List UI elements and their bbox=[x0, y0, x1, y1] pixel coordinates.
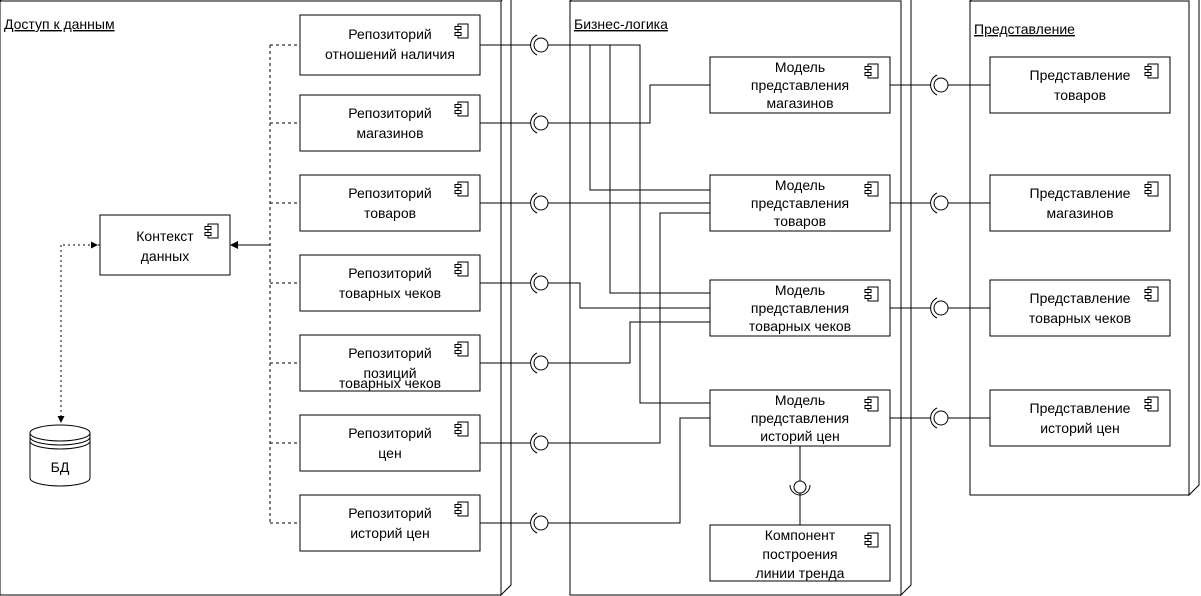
view-model-box-stores[interactable]: Модель представления магазинов bbox=[709, 56, 891, 114]
view-model-label: Модель bbox=[775, 177, 825, 193]
repository-box-price-histories[interactable]: Репозиторий историй цен bbox=[299, 494, 481, 552]
trend-component-box[interactable]: Компонент построения линии тренда bbox=[709, 524, 891, 582]
view-label: магазинов bbox=[1046, 205, 1113, 221]
view-model-label: товаров bbox=[774, 213, 826, 229]
repository-box-receipts[interactable]: Репозиторий товарных чеков bbox=[299, 254, 481, 312]
package-title-data-access: Доступ к данным bbox=[4, 16, 115, 32]
repository-label: Репозиторий bbox=[348, 265, 431, 281]
repository-label: позиций bbox=[363, 365, 416, 381]
context-db-link bbox=[57, 241, 100, 423]
view-box-receipts[interactable]: Представление товарных чеков bbox=[989, 279, 1171, 337]
repository-label: товарных чеков bbox=[339, 285, 441, 301]
package-title-presentation: Представление bbox=[974, 21, 1075, 37]
view-model-box-products[interactable]: Модель представления товаров bbox=[709, 174, 891, 232]
view-model-box-price-histories[interactable]: Модель представления историй цен bbox=[709, 389, 891, 447]
view-model-label: представления bbox=[751, 195, 849, 211]
view-model-label: магазинов bbox=[766, 95, 833, 111]
view-label: Представление bbox=[1030, 185, 1131, 201]
repository-label: Репозиторий bbox=[348, 26, 431, 42]
repository-label: историй цен bbox=[350, 525, 430, 541]
repository-label: Репозиторий bbox=[348, 185, 431, 201]
context-box[interactable]: Контекст данных bbox=[99, 214, 231, 276]
view-label: товаров bbox=[1054, 87, 1106, 103]
view-model-label: представления bbox=[751, 410, 849, 426]
view-box-price-histories[interactable]: Представление историй цен bbox=[989, 389, 1171, 447]
view-box-products[interactable]: Представление товаров bbox=[989, 56, 1171, 114]
database[interactable]: БД bbox=[29, 424, 91, 487]
view-model-label: представления bbox=[751, 77, 849, 93]
repository-box-availability[interactable]: Репозиторий отношений наличия bbox=[299, 14, 481, 76]
view-label: историй цен bbox=[1040, 420, 1120, 436]
repository-label: Репозиторий bbox=[348, 505, 431, 521]
repository-label: товаров bbox=[364, 205, 416, 221]
business-logic-wires bbox=[548, 44, 710, 524]
package-title-business-logic: Бизнес-логика bbox=[574, 16, 668, 32]
trend-component-label: Компонент bbox=[765, 527, 836, 543]
repository-context-dependencies bbox=[230, 44, 300, 524]
repository-box-products[interactable]: Репозиторий товаров bbox=[299, 174, 481, 232]
repository-box-stores[interactable]: Репозиторий магазинов bbox=[299, 94, 481, 152]
view-model-box-receipts[interactable]: Модель представления товарных чеков bbox=[709, 279, 891, 337]
view-model-label: Модель bbox=[775, 282, 825, 298]
view-label: товарных чеков bbox=[1029, 310, 1131, 326]
trend-component-label: линии тренда bbox=[756, 565, 845, 581]
view-box-stores[interactable]: Представление магазинов bbox=[989, 174, 1171, 232]
repository-label: товарных чеков bbox=[339, 375, 441, 391]
repository-label: Репозиторий bbox=[348, 105, 431, 121]
repository-box-prices[interactable]: Репозиторий цен bbox=[299, 414, 481, 472]
view-label: Представление bbox=[1030, 67, 1131, 83]
view-model-label: представления bbox=[751, 300, 849, 316]
view-label: Представление bbox=[1030, 290, 1131, 306]
view-model-label: Модель bbox=[775, 59, 825, 75]
trend-component-label: построения bbox=[762, 546, 837, 562]
view-model-label: товарных чеков bbox=[749, 318, 851, 334]
repository-label: отношений наличия bbox=[325, 46, 455, 62]
view-interfaces bbox=[890, 74, 990, 429]
context-line-2: данных bbox=[141, 248, 189, 264]
database-label: БД bbox=[51, 459, 70, 475]
view-label: Представление bbox=[1030, 400, 1131, 416]
repository-box-receipt-items[interactable]: Репозиторий Репозиторий позиций товарных… bbox=[299, 265, 481, 392]
repository-label: цен bbox=[378, 445, 401, 461]
view-model-label: Модель bbox=[775, 392, 825, 408]
trend-interface bbox=[789, 446, 811, 525]
repository-label: Репозиторий bbox=[348, 345, 431, 361]
repository-interfaces bbox=[480, 34, 549, 534]
repository-label: Репозиторий bbox=[348, 425, 431, 441]
repository-label: магазинов bbox=[356, 125, 423, 141]
view-model-label: историй цен bbox=[760, 428, 840, 444]
context-line-1: Контекст bbox=[136, 228, 194, 244]
